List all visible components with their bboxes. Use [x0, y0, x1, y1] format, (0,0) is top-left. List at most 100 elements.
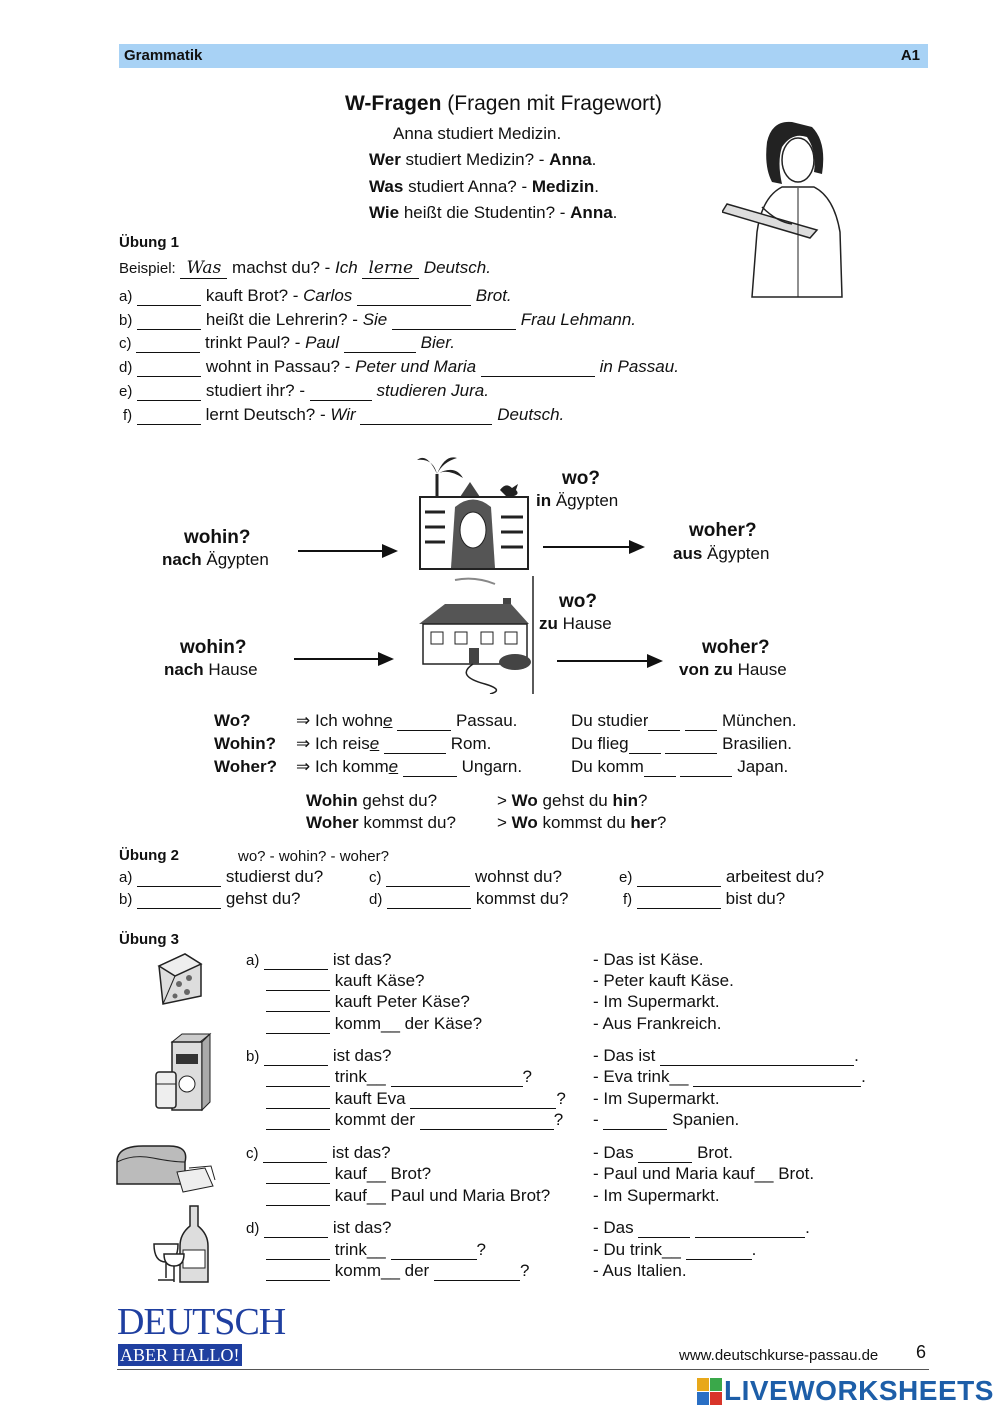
u3d-q1-blank[interactable]: [264, 1220, 329, 1238]
grammar-row-wo-du: Du studier München.: [571, 711, 797, 731]
footer-divider: [117, 1369, 929, 1370]
u3a-q1-blank[interactable]: [264, 952, 329, 970]
u3b-q1-blank[interactable]: [264, 1048, 329, 1066]
liveworksheets-logo-icon: [697, 1378, 722, 1405]
uebung2-c-blank[interactable]: [386, 869, 471, 887]
uebung1-a-blank2[interactable]: [357, 288, 472, 306]
uebung1-e-blank2[interactable]: [309, 383, 372, 401]
grammar-wohin-du-blank[interactable]: [665, 736, 718, 754]
u3b-q4-blank2[interactable]: [419, 1112, 554, 1130]
u3c-a2: - Paul und Maria kauf__ Brot.: [593, 1164, 815, 1183]
u3b-q2: trink__ ?: [266, 1067, 532, 1087]
header-grammatik: Grammatik: [124, 47, 203, 64]
u3a-q3-blank[interactable]: [266, 994, 330, 1012]
uebung1-b-blank2[interactable]: [392, 312, 516, 330]
u3d-q2-blank[interactable]: [266, 1242, 330, 1260]
uebung1-item-b: b) heißt die Lehrerin? - Sie Frau Lehman…: [119, 310, 637, 330]
uebung1-a-blank1[interactable]: [137, 288, 202, 306]
u3d-a1-blank2[interactable]: [695, 1220, 806, 1238]
header-level: A1: [900, 47, 920, 64]
u3a-q1: a) ist das?: [246, 950, 392, 970]
uebung2-hint: wo? - wohin? - woher?: [238, 848, 389, 865]
uebung1-c-blank1[interactable]: [136, 335, 201, 353]
u3b-a4-blank[interactable]: [603, 1112, 668, 1130]
grammar-wo-du-blank[interactable]: [685, 713, 718, 731]
u3b-a1-blank[interactable]: [660, 1048, 855, 1066]
intro-question-1: Wer studiert Medizin? - Anna.: [369, 150, 597, 169]
u3d-a1: - Das .: [593, 1218, 810, 1238]
uebung1-item-e: e) studiert ihr? - studieren Jura.: [119, 381, 489, 401]
u3b-q2-blank2[interactable]: [390, 1069, 523, 1087]
page-title: W-Fragen (Fragen mit Fragewort): [345, 92, 662, 115]
u3d-q3-blank2[interactable]: [433, 1263, 520, 1281]
u3a-q2-blank[interactable]: [266, 973, 330, 991]
uebung2-a-blank[interactable]: [137, 869, 222, 887]
u3b-q3-blank2[interactable]: [410, 1091, 557, 1109]
student-illustration: [722, 121, 843, 298]
u3c-q3-blank[interactable]: [266, 1188, 330, 1206]
egypt-wohin-label: wohin?: [184, 527, 251, 548]
grammar-wo-blank[interactable]: [397, 713, 452, 731]
u3d-q2: trink__ ?: [266, 1240, 486, 1260]
logo-deutsch: DEUTSCH: [117, 1301, 286, 1343]
u3b-q4: kommt der ?: [266, 1110, 563, 1130]
u3a-a2: - Peter kauft Käse.: [593, 971, 734, 990]
u3d-a2-blank[interactable]: [685, 1242, 752, 1260]
u3b-q2-blank[interactable]: [266, 1069, 330, 1087]
u3a-a4: - Aus Frankreich.: [593, 1014, 722, 1033]
u3d-q3: komm__ der ?: [266, 1261, 529, 1281]
liveworksheets-brand: LIVEWORKSHEETS: [724, 1375, 994, 1406]
uebung1-d-blank2[interactable]: [480, 359, 595, 377]
u3c-q2-blank[interactable]: [266, 1166, 330, 1184]
egypt-wohin-arrow: [298, 544, 398, 558]
u3b-q3-blank[interactable]: [266, 1091, 330, 1109]
grammar-wohin-blank[interactable]: [383, 736, 446, 754]
u3d-q1: d) ist das?: [246, 1218, 392, 1238]
uebung1-b-blank1[interactable]: [137, 312, 202, 330]
uebung1-d-blank1[interactable]: [137, 359, 202, 377]
uebung1-item-d: d) wohnt in Passau? - Peter und Maria in…: [119, 357, 679, 377]
grammar-row-woher: Woher?⇒ Ich komme Ungarn.: [214, 757, 523, 777]
split-answer-woher: > Wo kommst du her?: [497, 813, 667, 832]
uebung1-e-blank1[interactable]: [137, 383, 202, 401]
egypt-woher-label: woher?: [689, 520, 757, 541]
intro-question-2: Was studiert Anna? - Medizin.: [369, 177, 599, 196]
grammar-wo-du-ending[interactable]: [648, 713, 681, 731]
u3c-q1-blank[interactable]: [263, 1145, 328, 1163]
u3b-q4-blank[interactable]: [266, 1112, 330, 1130]
u3d-a1-blank1[interactable]: [638, 1220, 691, 1238]
uebung2-item-b: b) gehst du?: [119, 889, 301, 909]
uebung2-item-f: f) bist du?: [623, 889, 786, 909]
uebung1-f-blank1[interactable]: [136, 407, 201, 425]
egypt-woher-phrase: aus Ägypten: [673, 544, 770, 563]
bread-icon: [116, 1145, 216, 1193]
uebung2-item-a: a) studierst du?: [119, 867, 324, 887]
grammar-wohin-du-ending[interactable]: [628, 736, 661, 754]
uebung2-item-e: e) arbeitest du?: [619, 867, 825, 887]
egypt-wo-label: wo?: [562, 468, 600, 489]
uebung1-c-blank2[interactable]: [343, 335, 416, 353]
uebung2-f-blank[interactable]: [636, 891, 721, 909]
uebung2-d-blank[interactable]: [387, 891, 472, 909]
page-number: 6: [916, 1342, 927, 1362]
grammar-woher-du-ending[interactable]: [643, 759, 676, 777]
uebung2-title: Übung 2: [119, 847, 179, 864]
grammar-woher-du-blank[interactable]: [680, 759, 733, 777]
u3a-q4-blank[interactable]: [266, 1016, 330, 1034]
u3d-q2-blank2[interactable]: [390, 1242, 477, 1260]
grammar-woher-blank[interactable]: [402, 759, 457, 777]
u3b-a3: - Im Supermarkt.: [593, 1089, 720, 1108]
u3d-q3-blank[interactable]: [266, 1263, 330, 1281]
grammar-row-wohin-du: Du flieg Brasilien.: [571, 734, 793, 754]
home-wohin-label: wohin?: [180, 637, 247, 658]
u3c-a3: - Im Supermarkt.: [593, 1186, 720, 1205]
u3a-q3: kauft Peter Käse?: [266, 992, 470, 1012]
uebung1-example: Beispiel: Was machst du? - Ich lerne Deu…: [119, 258, 491, 279]
uebung1-f-blank2[interactable]: [360, 407, 493, 425]
u3b-a2-blank[interactable]: [693, 1069, 862, 1087]
u3c-a1-blank[interactable]: [638, 1145, 693, 1163]
u3c-q2: kauf__ Brot?: [266, 1164, 431, 1184]
uebung2-b-blank[interactable]: [137, 891, 222, 909]
uebung2-e-blank[interactable]: [637, 869, 722, 887]
u3d-a3: - Aus Italien.: [593, 1261, 687, 1280]
